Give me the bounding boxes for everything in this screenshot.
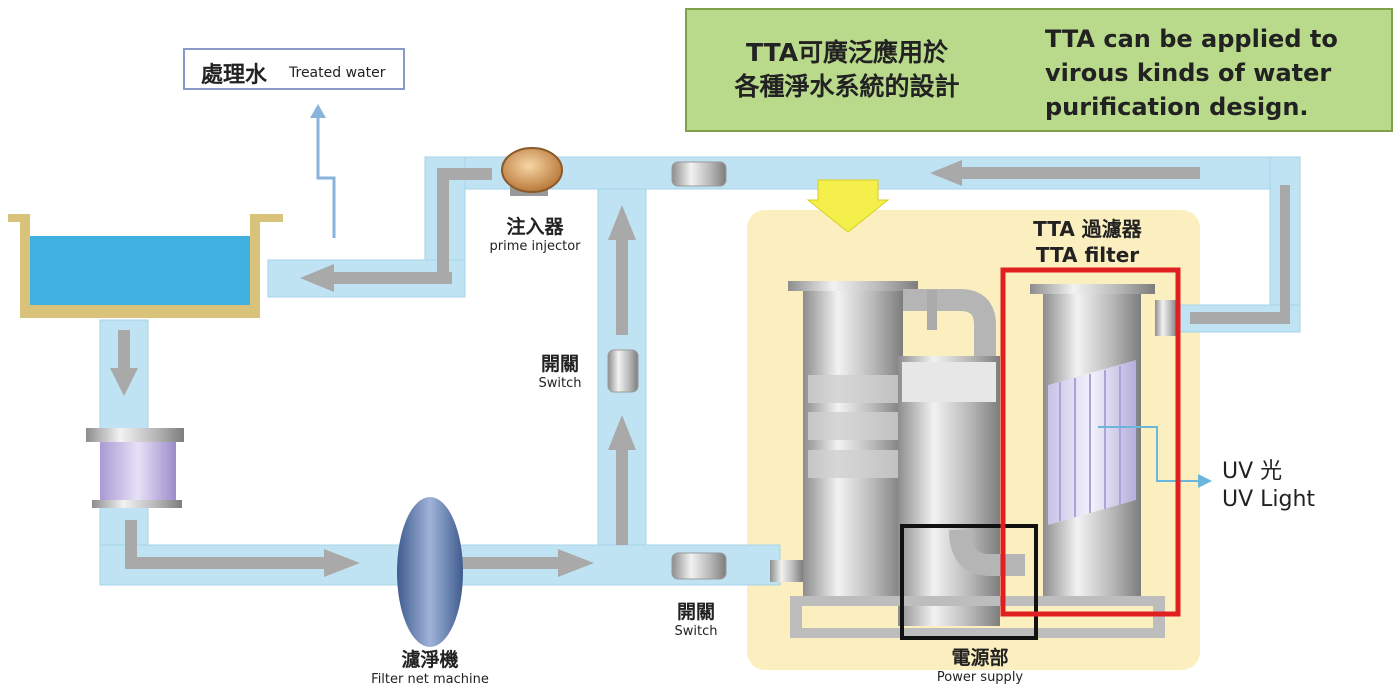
yellow-arrow (806, 179, 890, 233)
banner-chinese-text: TTA可廣泛應用於 各種淨水系統的設計 (717, 36, 977, 104)
uv-light-zh: UV 光 (1222, 459, 1283, 484)
banner-zh-line2: 各種淨水系統的設計 (734, 72, 960, 101)
filter-machine-zh: 濾淨機 (401, 649, 459, 671)
flow-arrows (110, 160, 1290, 577)
treated-water-zh: 處理水 (201, 63, 268, 88)
filter-machine-en: Filter net machine (371, 672, 489, 687)
left-tower (770, 281, 996, 596)
switch-lower-zh: 開關 (676, 601, 715, 623)
banner-english-text: TTA can be applied to virous kinds of wa… (1045, 22, 1375, 124)
middle-box (898, 356, 1025, 626)
switch-lower-en: Switch (674, 624, 718, 639)
tta-filter-zh: TTA 過濾器 (1033, 217, 1142, 241)
power-supply-box (900, 524, 1038, 640)
treated-water-label: 處理水 Treated water (183, 48, 405, 90)
treated-water-en: Treated water (289, 65, 386, 81)
banner-en-line1: TTA can be applied to (1045, 25, 1338, 53)
treated-water-line (316, 112, 336, 238)
tta-filter-label: TTA 過濾器 TTA filter (1010, 216, 1165, 268)
power-supply-label: 電源部 Power supply (910, 646, 1050, 686)
switch-upper-label: 開關 Switch (520, 352, 600, 392)
water-tank (8, 214, 283, 318)
switch-upper-zh: 開關 (540, 353, 579, 375)
info-banner: TTA可廣泛應用於 各種淨水系統的設計 TTA can be applied t… (685, 8, 1393, 132)
uv-light-en: UV Light (1222, 487, 1316, 512)
uv-light-label: UV 光 UV Light (1222, 458, 1352, 514)
valves (607, 161, 727, 580)
switch-upper-en: Switch (538, 376, 582, 391)
base-frame (790, 596, 1165, 638)
switch-lower-label: 開關 Switch (656, 600, 736, 640)
power-supply-en: Power supply (936, 670, 1024, 685)
power-supply-zh: 電源部 (951, 647, 1009, 669)
banner-en-line2: virous kinds of water (1045, 59, 1332, 87)
prime-injector-label: 注入器 prime injector (470, 215, 600, 255)
tta-filter-highlight (1000, 267, 1181, 617)
filter-drum (397, 497, 463, 647)
tta-filter-en: TTA filter (1035, 243, 1140, 267)
banner-zh-line1: TTA可廣泛應用於 (745, 38, 949, 67)
purple-cartridge (86, 428, 184, 508)
prime-injector-en: prime injector (489, 239, 581, 254)
filter-machine-label: 濾淨機 Filter net machine (350, 648, 510, 688)
right-tower (1030, 284, 1177, 596)
prime-injector-zh: 注入器 (506, 216, 564, 238)
pump (501, 147, 563, 196)
banner-en-line3: purification design. (1045, 93, 1309, 121)
